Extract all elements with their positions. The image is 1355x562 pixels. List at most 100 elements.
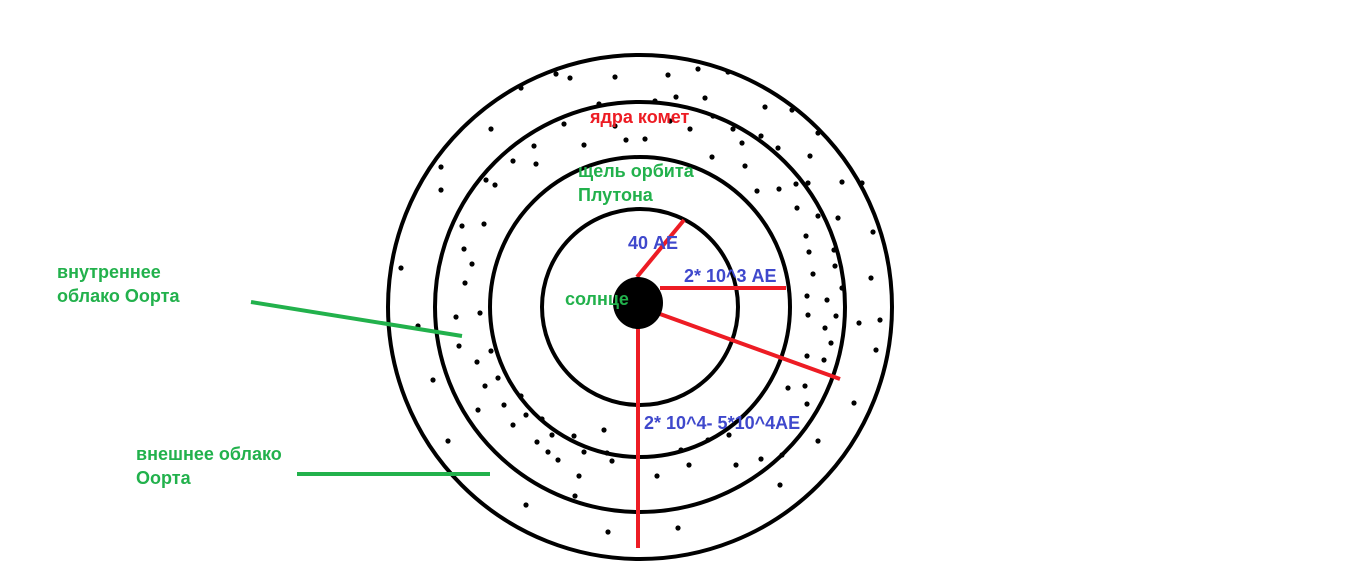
comet-dot [398,265,404,271]
comet-dot [453,314,459,320]
comet-dot [758,456,764,462]
comet-dot [623,137,629,143]
comet-dot [831,247,837,253]
comet-dot [510,422,516,428]
comet-dot [642,136,648,142]
comet-dot [576,473,582,479]
comet-dot [868,275,874,281]
comet-dot [501,402,507,408]
comet-dot [710,113,716,119]
comet-dot [492,182,498,188]
comet-dot [549,432,555,438]
comet-dot [730,126,736,132]
comet-dot [667,118,673,124]
radius-line-40au [635,218,686,279]
comet-dot [652,98,658,104]
comet-dot [805,312,811,318]
comet-dot [510,158,516,164]
comet-dot [555,457,561,463]
comet-dot [665,72,671,78]
comet-dot [531,143,537,149]
comet-dot [673,94,679,100]
comet-dot [806,249,812,255]
comet-dot [461,246,467,252]
comet-dots [398,66,883,535]
comet-dot [789,107,795,113]
comet-dot [581,449,587,455]
inner-cloud-label-line1: внутреннее [57,262,161,282]
comet-dot [481,221,487,227]
comet-dot [533,161,539,167]
comet-dot [804,401,810,407]
comet-dot [705,437,711,443]
comet-nuclei-label: ядра комет [590,107,690,127]
comet-dot [469,261,475,267]
comet-dot [794,205,800,211]
comet-dot [474,359,480,365]
comet-dot [456,343,462,349]
comet-dot [821,357,827,363]
comet-dot [776,186,782,192]
comet-dot [438,164,444,170]
comet-dot [572,493,578,499]
comet-dot [822,325,828,331]
comet-dot [539,416,545,422]
comet-dot [832,263,838,269]
comet-dot [459,223,465,229]
comet-dot [877,317,883,323]
comet-dot [815,213,821,219]
comet-dot [839,179,845,185]
comet-dot [725,69,731,75]
outer-cloud-label-line1: внешнее облако [136,444,282,464]
comet-dot [815,438,821,444]
comet-dot [807,153,813,159]
comet-dot [561,121,567,127]
comet-dot [702,95,708,101]
comet-dot [430,377,436,383]
comet-dot [762,104,768,110]
comet-dot [754,188,760,194]
comet-dot [482,383,488,389]
inner-cloud-label-line2: облако Оорта [57,286,180,306]
comet-dot [835,215,841,221]
comet-dot [604,450,610,456]
comet-dot [581,142,587,148]
comet-dot [445,438,451,444]
comet-dot [675,525,681,531]
comet-dot [695,66,701,72]
comet-dot [779,452,785,458]
radius-line-diagonal [659,312,841,381]
comet-dot [805,180,811,186]
comet-dot [687,126,693,132]
comet-dot [483,177,489,183]
inner-cloud-pointer-line [250,300,463,338]
comet-dot [859,180,865,186]
comet-dot [870,229,876,235]
comet-dot [571,433,577,439]
outer-cloud-label-line2: Оорта [136,468,191,488]
comet-dot [742,163,748,169]
comet-dot [824,297,830,303]
comet-dot [488,126,494,132]
au-40-label: 40 АЕ [628,233,679,253]
sun-disc [613,277,663,329]
comet-dot [802,383,808,389]
comet-dot [758,133,764,139]
comet-dot [839,285,845,291]
comet-dot [475,407,481,413]
comet-dot [833,313,839,319]
comet-dot [488,348,494,354]
comet-dot [856,320,862,326]
comet-dot [686,462,692,468]
comet-dot [777,482,783,488]
comet-dot [518,393,524,399]
comet-dot [438,187,444,193]
comet-dot [804,293,810,299]
comet-dot [601,427,607,433]
comet-dot [518,85,524,91]
comet-dot [609,458,615,464]
comet-dot [523,412,529,418]
comet-dot [534,439,540,445]
comet-dot [612,74,618,80]
comet-dot [596,101,602,107]
